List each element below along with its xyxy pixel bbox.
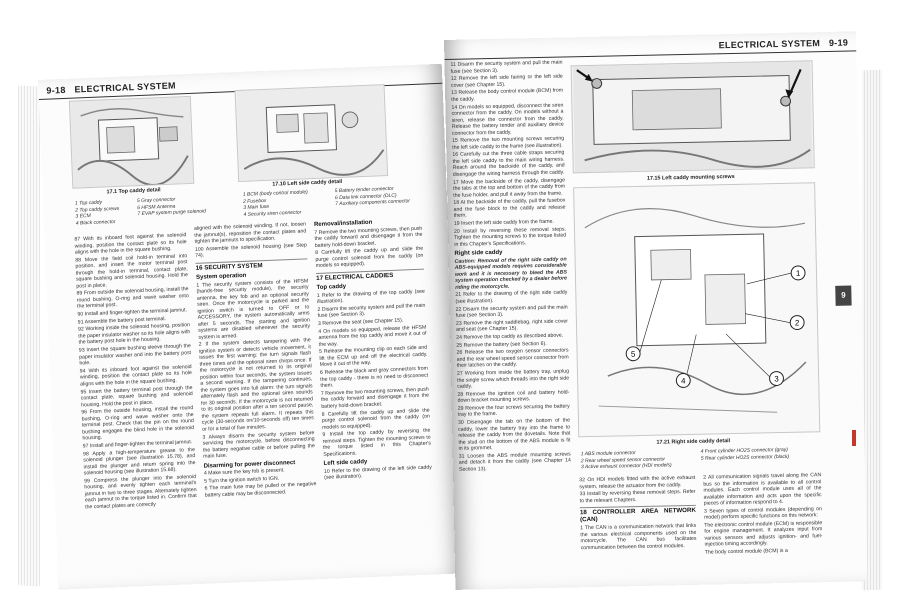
paragraph: 1 The security system consists of the HF… xyxy=(196,278,311,341)
page-number: 9-18 xyxy=(46,84,66,96)
right-caddy-drawing: 1 2 3 4 5 xyxy=(574,183,820,437)
figure-legend-1: 1 ABS module connector 2 Rear wheel spee… xyxy=(581,449,672,471)
figure-caption: 17.15 Left caddy mounting screws xyxy=(646,173,735,182)
paragraph: 3 Seven types of control modules (depend… xyxy=(703,505,822,521)
callout-label: 4 xyxy=(681,376,686,385)
paragraph: 2 All communication signals travel along… xyxy=(703,472,822,507)
paragraph: 6 Release the black and gray connectors … xyxy=(319,365,429,390)
legend-item: 4 Black connector xyxy=(75,218,116,227)
text-column-3: 2 All communication signals travel along… xyxy=(703,472,823,557)
legend-item: 7 EVAP system purge solenoid xyxy=(137,208,207,218)
legend-item: 3 Active exhaust connector (HDI models) xyxy=(580,462,672,471)
text-column-2: 32 On HDI models fitted with the active … xyxy=(579,475,697,553)
paragraph: 14 On models so equipped, disconnect the… xyxy=(451,102,564,137)
text-column-2: aligned with the solenoid winding. If no… xyxy=(194,221,317,500)
figure-legend-2: 5 Gray connector 6 HFSM Antenna 7 EVAP s… xyxy=(137,195,206,218)
bullet-item: The electronic control module (ECM) is r… xyxy=(704,520,823,549)
paragraph: 11 Disarm the security system and pull t… xyxy=(450,59,563,75)
callout-label: 2 xyxy=(795,318,800,327)
paragraph: 27 Working from inside the battery tray,… xyxy=(456,368,570,390)
paragraph: 4 On models so equipped, release the HFS… xyxy=(318,324,427,348)
paragraph: 28 Remove the ignition coil and battery … xyxy=(457,389,570,404)
paragraph: 8 Carefully lift the caddy up and slide … xyxy=(321,407,430,431)
paragraph: 9 Install the top caddy by reversing the… xyxy=(322,427,432,458)
header-title: ELECTRICAL SYSTEM xyxy=(718,38,821,51)
warning-text: Caution: Removal of the right side caddy… xyxy=(454,256,568,291)
paragraph: 5 Release the mounting clip on each side… xyxy=(319,345,428,369)
paragraph: 32 On HDI models fitted with the active … xyxy=(579,474,696,490)
figure-legend-2: 5 Battery tender connector 6 Data link c… xyxy=(335,185,411,208)
paragraph: 17 Move the backside of the caddy, disen… xyxy=(452,177,566,199)
paragraph: 7 Remove the two mounting screws, then p… xyxy=(314,225,423,249)
section-heading: 18 CONTROLLER AREA NETWORK (CAN) xyxy=(579,505,697,524)
paragraph: 13 Release the body control module (BCM)… xyxy=(451,87,564,103)
paragraph: 1 The CAN is a communication network tha… xyxy=(580,523,697,551)
left-page: 9-18 ELECTRICAL SYSTEM 17.1 Top caddy de… xyxy=(38,63,463,590)
paragraph: 96 From the outside housing, install the… xyxy=(81,405,195,442)
header-title: ELECTRICAL SYSTEM xyxy=(74,80,177,95)
paragraph: 99 Compress the plunger into the solenoi… xyxy=(84,473,197,511)
callout-label: 1 xyxy=(796,269,801,278)
text-column-3: Removal/installation 7 Remove the two mo… xyxy=(314,215,433,483)
paragraph: 15 Remove the two mounting screws securi… xyxy=(452,135,565,151)
figure-left-caddy xyxy=(234,84,389,183)
paragraph: 88 Move the field coil hold-in terminal … xyxy=(75,252,189,290)
paragraph: 26 Release the two oxygen sensor connect… xyxy=(456,347,569,370)
paragraph: 23 Remove the right saddlebag, right sid… xyxy=(455,318,568,334)
paragraph: 21 Refer to the drawing of the right sid… xyxy=(455,289,568,305)
page-edge-marker xyxy=(852,430,856,446)
figure-legend-1: 1 BCM (body control module) 2 Fusebox 3 … xyxy=(243,189,309,218)
paragraph: 8 Carefully lift the caddy up and slide … xyxy=(315,245,424,270)
figure-legend-2: 4 Front cylinder HO2S connector (gray) 5… xyxy=(701,447,790,462)
paragraph: 20 Install by reversing these removal st… xyxy=(453,226,567,248)
paragraph: 16 Carefully cut the three cable straps … xyxy=(452,149,565,178)
paragraph: 2 If the system detects tampering with t… xyxy=(198,337,314,433)
figure-caption: 17.1 Top caddy detail xyxy=(106,187,161,196)
figure-top-caddy xyxy=(68,95,195,189)
paragraph: 22 Disarm the security system and pull t… xyxy=(455,304,568,319)
legend-item: 5 Rear cylinder HO2S connector (black) xyxy=(700,453,790,462)
right-page-header: ELECTRICAL SYSTEM 9-19 xyxy=(444,31,857,60)
paragraph: 7 Remove the two mounting screws, then p… xyxy=(320,386,430,410)
paragraph: 31 Loosen the ABS module mounting screws… xyxy=(458,451,571,473)
left-caddy-screws-drawing xyxy=(572,61,813,173)
figure-left-caddy-screws xyxy=(570,60,815,174)
paragraph: 30 Disengage the tab on the bottom of th… xyxy=(457,417,571,452)
paragraph: 33 Install by reversing these removal st… xyxy=(579,489,696,504)
chapter-tab: 9 xyxy=(835,285,852,306)
callout-label: 3 xyxy=(774,374,779,383)
bullet-item: The body control module (BCM) is a xyxy=(704,547,788,556)
paragraph: 98 Apply a high-temperature grease to th… xyxy=(82,446,196,477)
section-heading: 16 SECURITY SYSTEM xyxy=(195,258,308,273)
paragraph: 12 Remove the left side fairing or the l… xyxy=(450,73,563,89)
text-column-1: 11 Disarm the security system and pull t… xyxy=(450,60,571,475)
figure-caption: 17.21 Right side caddy detail xyxy=(656,438,731,446)
callout-group xyxy=(625,265,806,388)
page-number: 9-19 xyxy=(828,37,849,48)
paragraph: 18 At the backside of the caddy, pull th… xyxy=(453,197,566,220)
paragraph: 29 Remove the four screws securing the b… xyxy=(457,403,570,419)
text-column-1: 87 With its inboard foot against the sol… xyxy=(74,232,197,512)
callout-label: 5 xyxy=(631,350,636,359)
top-caddy-drawing xyxy=(70,96,193,188)
figure-right-caddy: 1 2 3 4 5 xyxy=(573,182,821,438)
paragraph: 3 Always disarm the security system befo… xyxy=(202,429,316,460)
right-page: ELECTRICAL SYSTEM 9-19 11 Disarm the sec… xyxy=(444,31,868,590)
figure-legend-1: 1 Top caddy 2 Top caddy screws 3 ECM 4 B… xyxy=(75,199,120,227)
left-caddy-drawing xyxy=(236,85,387,181)
left-page-stack xyxy=(18,85,40,587)
section-heading: 17 ELECTRICAL CADDIES xyxy=(315,268,425,283)
